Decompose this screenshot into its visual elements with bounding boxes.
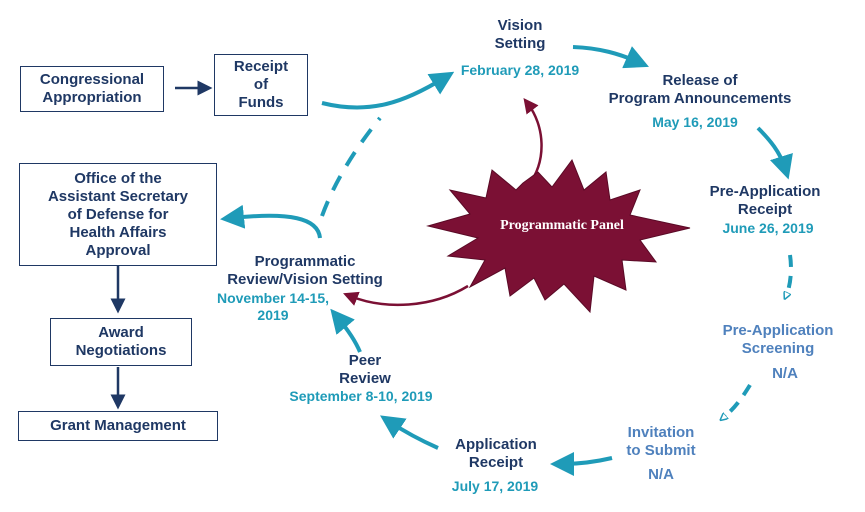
arrow-programmatic-to-oasd (220, 204, 322, 239)
programmatic-review-date: November 14-15, 2019 (216, 290, 330, 323)
peer-review-label: Peer Review (339, 352, 391, 387)
programmatic-review-label: Programmatic Review/Vision Setting (227, 253, 383, 288)
arrow-panel-to-programmatic (343, 284, 469, 307)
invitation-date: N/A (648, 466, 674, 483)
release-announcements-label: Release of Program Announcements (608, 72, 792, 107)
preapp-receipt-date: June 26, 2019 (722, 220, 814, 236)
application-receipt-date: July 17, 2019 (451, 478, 539, 494)
preapp-screening-label: Pre-Application Screening (722, 322, 834, 357)
arrow-application-to-peer (380, 415, 439, 450)
oasd-approval-box: Office of the Assistant Secretary of Def… (19, 163, 217, 266)
invitation-label: Invitation to Submit (626, 424, 696, 459)
vision-setting-date: February 28, 2019 (460, 62, 580, 78)
arrow-peer-to-programmatic (330, 308, 362, 353)
award-negotiations-box: Award Negotiations (50, 318, 192, 366)
programmatic-panel-label: Programmatic Panel (500, 218, 624, 233)
peer-review-date: September 8-10, 2019 (289, 388, 433, 404)
arrow-invitation-to-application (550, 451, 613, 476)
release-announcements-date: May 16, 2019 (652, 114, 738, 130)
arrow-funds-to-vision (321, 71, 455, 110)
grant-management-box: Grant Management (18, 411, 218, 441)
arrow-vision-to-release (572, 45, 649, 69)
receipt-of-funds-box: Receipt of Funds (214, 54, 308, 116)
vision-setting-label: Vision Setting (494, 17, 546, 52)
arrow-release-to-preapp (756, 126, 793, 180)
preapp-receipt-label: Pre-Application Receipt (709, 183, 821, 218)
application-receipt-label: Application Receipt (455, 436, 537, 471)
arrow-screening-to-invitation (723, 383, 752, 418)
arrow-preapp-to-screening (786, 254, 793, 296)
programmatic-panel-starburst (426, 158, 691, 314)
congressional-appropriation-box: Congressional Appropriation (20, 66, 164, 112)
arrow-programmatic-to-vision-dashed (320, 116, 382, 217)
preapp-screening-date: N/A (772, 365, 798, 382)
